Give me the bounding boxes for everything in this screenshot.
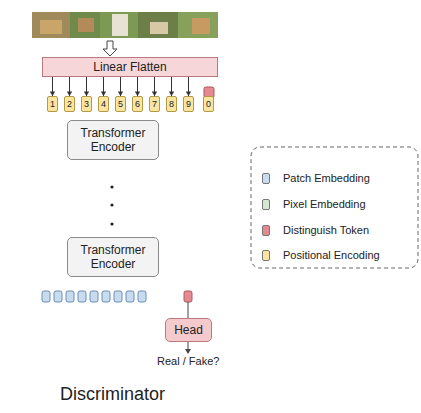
node-text: Transformer Encoder (72, 126, 154, 154)
legend-frame (251, 147, 418, 268)
node-text: 9 (186, 99, 191, 109)
connector-line (103, 77, 104, 96)
node-text: Transformer Encoder (72, 243, 154, 271)
connector (118, 77, 123, 96)
position-token: 5 (115, 96, 126, 112)
legend-text: Pixel Embedding (283, 198, 366, 210)
legend-text: Patch Embedding (283, 172, 370, 184)
linear-flatten-box: Linear Flatten (42, 57, 218, 77)
connector-line (154, 77, 155, 96)
output-arrow (188, 342, 189, 350)
connector-line (69, 77, 70, 96)
position-token: 1 (47, 96, 58, 112)
connector (84, 77, 89, 96)
connector-line (86, 77, 87, 96)
node-text: 3 (84, 99, 89, 109)
legend-swatch (262, 250, 270, 261)
connector (152, 77, 157, 96)
output-label: Real / Fake? (157, 355, 219, 367)
node-text: 4 (101, 99, 106, 109)
node-text: Head (174, 323, 203, 337)
leader-line (188, 302, 189, 318)
encoder-box: Transformer Encoder (67, 120, 159, 160)
connector (67, 77, 72, 96)
node-text: 0 (206, 99, 211, 109)
legend-entry: Pixel Embedding (262, 197, 366, 211)
output-arrowhead (185, 349, 191, 354)
position-token: 9 (183, 96, 194, 112)
legend-text: Positional Encoding (283, 249, 380, 261)
image-strip (32, 12, 218, 38)
legend-entry: Distinguish Token (262, 223, 369, 237)
legend-text: Distinguish Token (283, 224, 369, 236)
encoder-box: Transformer Encoder (67, 237, 159, 277)
node-text: 6 (135, 99, 140, 109)
connector-line (171, 77, 172, 96)
head-box: Head (165, 318, 212, 342)
legend-entry: Positional Encoding (262, 248, 380, 262)
node-text: 1 (50, 99, 55, 109)
legend-swatch (262, 173, 270, 184)
connector-line (120, 77, 121, 96)
node-text: 5 (118, 99, 123, 109)
connector (101, 77, 106, 96)
connector (135, 77, 140, 96)
figure-label: Discriminator (60, 384, 165, 405)
ellipsis-dot (110, 203, 113, 206)
flow-arrow (103, 41, 117, 56)
position-token: 7 (149, 96, 160, 112)
ellipsis-dot (110, 185, 113, 188)
position-token: 6 (132, 96, 143, 112)
node-text: Linear Flatten (93, 60, 166, 74)
position-token: 8 (166, 96, 177, 112)
connector-line (137, 77, 138, 96)
connector (50, 77, 55, 96)
position-token: 0 (203, 96, 214, 112)
connector-line (52, 77, 53, 96)
connector-line (188, 77, 189, 96)
output-tokens (42, 291, 192, 302)
ellipsis-dot (110, 222, 113, 225)
position-token: 3 (81, 96, 92, 112)
node-text: 8 (169, 99, 174, 109)
position-token: 4 (98, 96, 109, 112)
node-text: 7 (152, 99, 157, 109)
node-text: 2 (67, 99, 72, 109)
legend-entry: Patch Embedding (262, 171, 370, 185)
connector (169, 77, 174, 96)
legend-swatch (262, 199, 270, 210)
connector (186, 77, 191, 96)
position-token: 2 (64, 96, 75, 112)
legend-swatch (262, 225, 270, 236)
